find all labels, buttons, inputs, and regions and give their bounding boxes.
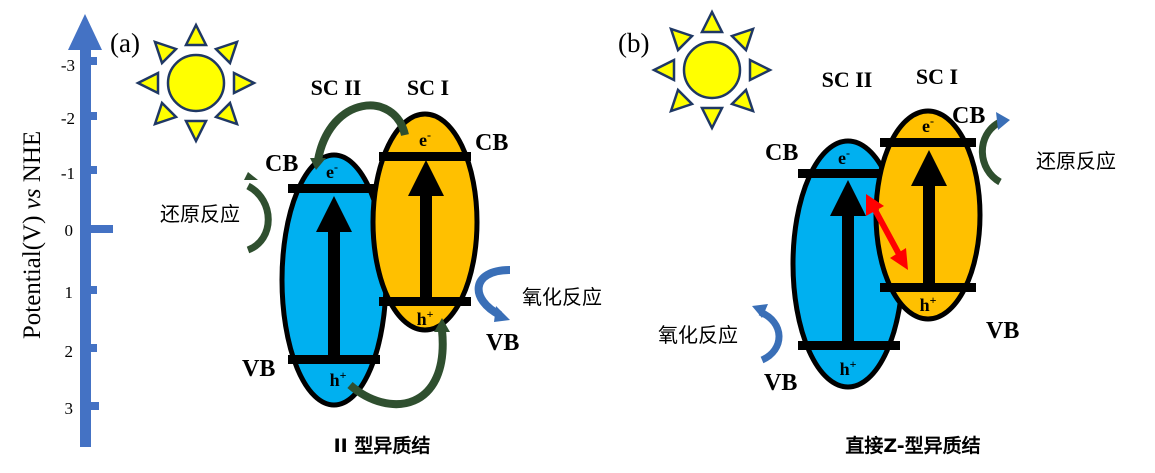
- recombination-double-arrow: [866, 194, 908, 270]
- electron-transfer-arrow: [314, 101, 409, 161]
- electron-label: e-: [419, 128, 431, 150]
- cb-label: CB: [765, 140, 798, 166]
- vb-label: VB: [986, 318, 1019, 344]
- electron-label: e-: [922, 114, 934, 136]
- oxidation-label: 氧化反应: [658, 323, 738, 347]
- tick-label: 3: [65, 399, 74, 418]
- caption: II 型异质结: [334, 434, 431, 457]
- excitation-arrow: [830, 180, 866, 216]
- hole-label: h+: [417, 307, 434, 329]
- panel-b-direct-z-scheme: (b) e- e- h+ h+ SC II SC I CB CB VB VB 还…: [618, 10, 1116, 457]
- axis-line: [80, 45, 91, 447]
- oxidation-label: 氧化反应: [522, 285, 602, 309]
- axis-arrowhead: [68, 14, 102, 50]
- sun-icon: [136, 23, 256, 143]
- sc1-label: SC I: [916, 64, 958, 89]
- sc2-label: SC II: [311, 75, 362, 100]
- excitation-arrow: [408, 160, 444, 196]
- vb-label: VB: [242, 356, 275, 382]
- reduction-arrow: [978, 118, 1002, 186]
- hole-label: h+: [840, 357, 857, 379]
- oxidation-arrow: [758, 308, 783, 364]
- hole-label: h+: [330, 368, 347, 390]
- tick-label: -3: [61, 56, 75, 75]
- oxidation-arrow: [474, 266, 511, 319]
- sc1-label: SC I: [407, 75, 449, 100]
- axis-title: Potential(V) vs NHE: [19, 131, 46, 339]
- panel-a-type-ii: (a) e- e- h+ h+ SC II SC I CB CB VB VB: [110, 23, 602, 457]
- caption: 直接Z-型异质结: [845, 434, 980, 457]
- sun-icon: [652, 10, 772, 130]
- panel-b-tag: (b): [618, 28, 649, 58]
- cb-label: CB: [475, 130, 508, 156]
- tick-label: 0: [65, 221, 74, 240]
- tick-label: -2: [61, 109, 75, 128]
- reduction-label: 还原反应: [1036, 149, 1116, 173]
- electron-label: e-: [326, 160, 338, 182]
- excitation-arrow: [911, 150, 947, 186]
- hole-transfer-arrow: [347, 329, 447, 409]
- excitation-arrow: [316, 196, 352, 232]
- sc2-label: SC II: [822, 67, 873, 92]
- tick-label: 2: [65, 342, 74, 361]
- vb-label: VB: [764, 370, 797, 396]
- tick-label: -1: [61, 164, 75, 183]
- panel-a-tag: (a): [110, 28, 140, 58]
- tick-label: 1: [65, 283, 74, 302]
- potential-axis: -3 -2 -1 0 1 2 3 Potential(V) vs NHE: [19, 14, 113, 447]
- cb-label: CB: [952, 103, 985, 129]
- vb-label: VB: [486, 330, 519, 356]
- hole-label: h+: [920, 293, 937, 315]
- reduction-label: 还原反应: [160, 202, 240, 226]
- cb-label: CB: [265, 151, 298, 177]
- electron-label: e-: [838, 146, 850, 168]
- reduction-arrow: [246, 182, 272, 254]
